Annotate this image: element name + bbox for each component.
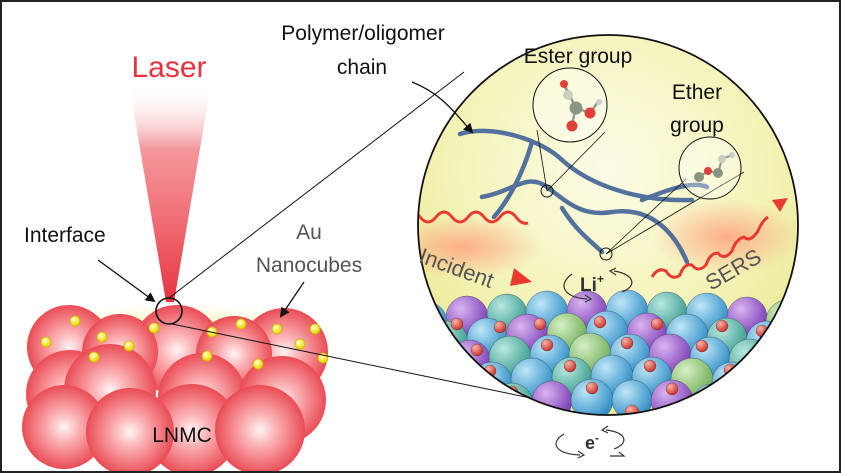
polymer-chains xyxy=(457,128,710,265)
polymer-arrow xyxy=(411,81,474,134)
ester-magnifier xyxy=(532,67,608,198)
inset-view xyxy=(411,34,799,416)
cathode-surface xyxy=(418,289,798,415)
electron-label: e- xyxy=(585,431,599,453)
laser-beam xyxy=(129,84,211,302)
ether-molecule-icon xyxy=(694,152,735,182)
ether-label-line2: group xyxy=(670,114,724,137)
ester-label: Ester group xyxy=(524,45,633,68)
li-rotation-arrow xyxy=(563,267,633,303)
polymer-label-line2: chain xyxy=(337,56,387,79)
ether-magnifier xyxy=(599,136,745,261)
interface-arrow xyxy=(97,259,156,303)
interface-label: Interface xyxy=(24,224,106,247)
zoom-line-top xyxy=(168,71,465,299)
au-arrow xyxy=(279,281,305,318)
incident-wave xyxy=(418,210,529,225)
inset-border xyxy=(417,34,799,416)
zoom-line-bottom xyxy=(171,323,551,403)
lnmc-label: LNMC xyxy=(152,424,212,447)
ether-label-line1: Ether xyxy=(672,81,722,104)
electrode: LNMC xyxy=(12,304,342,471)
ester-molecule-icon xyxy=(560,80,602,132)
polymer-label-line1: Polymer/oligomer xyxy=(281,22,444,45)
sers-arrowhead xyxy=(772,198,788,212)
electron-arrow xyxy=(555,425,626,459)
incident-arrowhead xyxy=(510,268,532,286)
au-nanocubes xyxy=(40,315,329,370)
sers-wave xyxy=(650,215,769,279)
au-label-line2: Nanocubes xyxy=(256,254,362,277)
laser-label: Laser xyxy=(131,51,206,84)
li-ion-label: Li+ xyxy=(580,272,604,296)
lnmc-particles xyxy=(22,305,328,471)
au-label-line1: Au xyxy=(296,221,322,244)
